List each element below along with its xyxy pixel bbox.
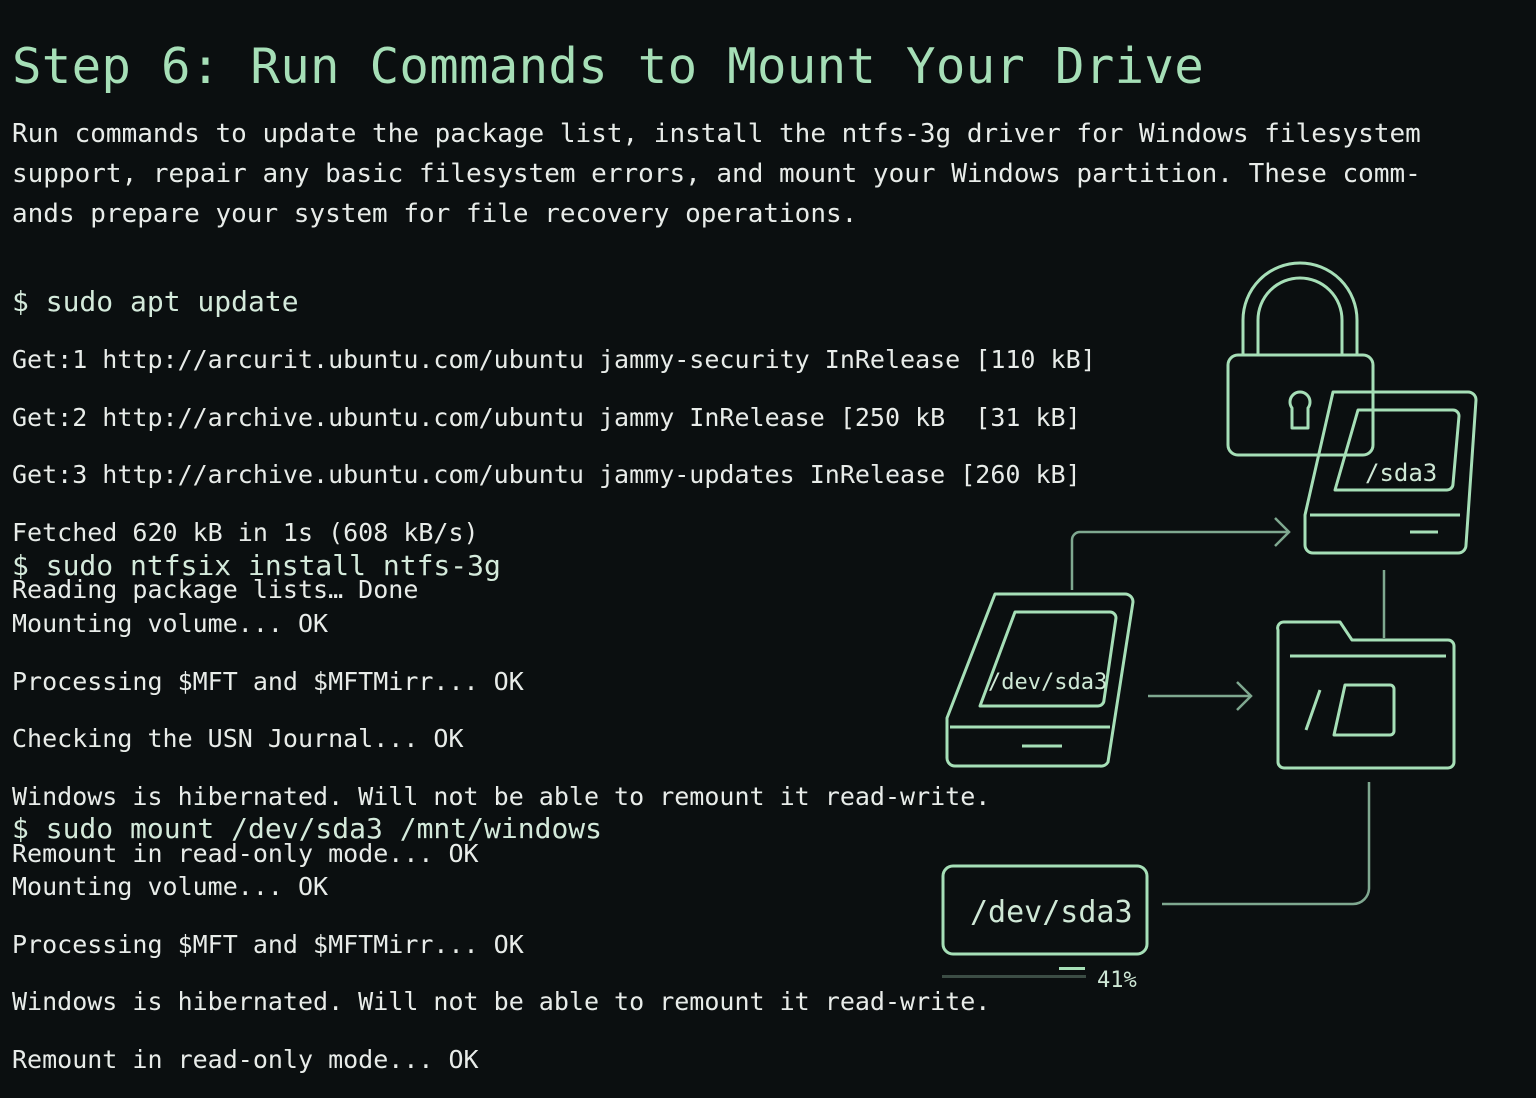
output-line: Remount in read-only mode... OK [12, 1044, 479, 1074]
arrow-right-icon [1274, 517, 1291, 547]
progress-track [942, 975, 1086, 978]
source-drive-label: /dev/sda3 [988, 670, 1107, 695]
lock-icon [1226, 261, 1375, 457]
progress-bar [942, 967, 1086, 978]
description-line: Run commands to update the package list,… [12, 119, 1421, 149]
device-box-label: /dev/sda3 [970, 895, 1133, 930]
terminal-block-apt-update: $ sudo apt update Get:1 http://arcurit.u… [12, 263, 1096, 629]
output-line: Get:3 http://archive.ubuntu.com/ubuntu j… [12, 460, 1081, 489]
target-drive-icon [1303, 390, 1478, 555]
output-line: Windows is hibernated. Will not be able … [12, 781, 991, 811]
output-line: Mounting volume... OK [12, 609, 329, 638]
terminal-block-ntfs: $ sudo ntfsix install ntfs-3g Mounting v… [12, 527, 990, 893]
description: Run commands to update the package list,… [12, 114, 1421, 234]
output-line: Fetched 620 kB in 1s (608 kB/s) [12, 517, 479, 547]
mount-diagram: /sda3 /dev/sda3 /dev/sda3 41% [941, 261, 1478, 993]
output-line: Get:2 http://archive.ubuntu.com/ubuntu j… [12, 402, 1081, 432]
output-line: Mounting volume... OK [12, 872, 329, 901]
progress-label: 41% [1097, 968, 1137, 993]
output-line: Checking the USN Journal... OK [12, 724, 464, 753]
source-drive-icon [945, 592, 1135, 768]
progress-fill [1059, 967, 1085, 970]
output-line: Processing $MFT and $MFTMirr... OK [12, 929, 524, 959]
command-line: $ sudo mount /dev/sda3 /mnt/windows [12, 812, 603, 845]
command-line: $ sudo ntfsix install ntfs-3g [12, 549, 501, 582]
output-line: Remount in read-only mode... OK [12, 839, 479, 868]
arrow-right-icon [1236, 681, 1253, 711]
connector-lines [1070, 517, 1386, 906]
command-line: $ sudo apt update [12, 285, 299, 318]
folder-icon [1276, 620, 1456, 770]
output-line: Processing $MFT and $MFTMirr... OK [12, 666, 524, 696]
description-line: support, repair any basic filesystem err… [12, 159, 1421, 189]
description-line: ands prepare your system for file recove… [12, 199, 858, 229]
device-box [941, 864, 1149, 956]
output-line: Get:1 http://arcurit.ubuntu.com/ubuntu j… [12, 345, 1096, 374]
page-title: Step 6: Run Commands to Mount Your Drive [12, 38, 1205, 95]
output-line: Windows is hibernated. Will not be able … [12, 987, 991, 1016]
output-line: Reading package lists… Done [12, 575, 419, 604]
target-drive-label: /sda3 [1365, 459, 1437, 487]
